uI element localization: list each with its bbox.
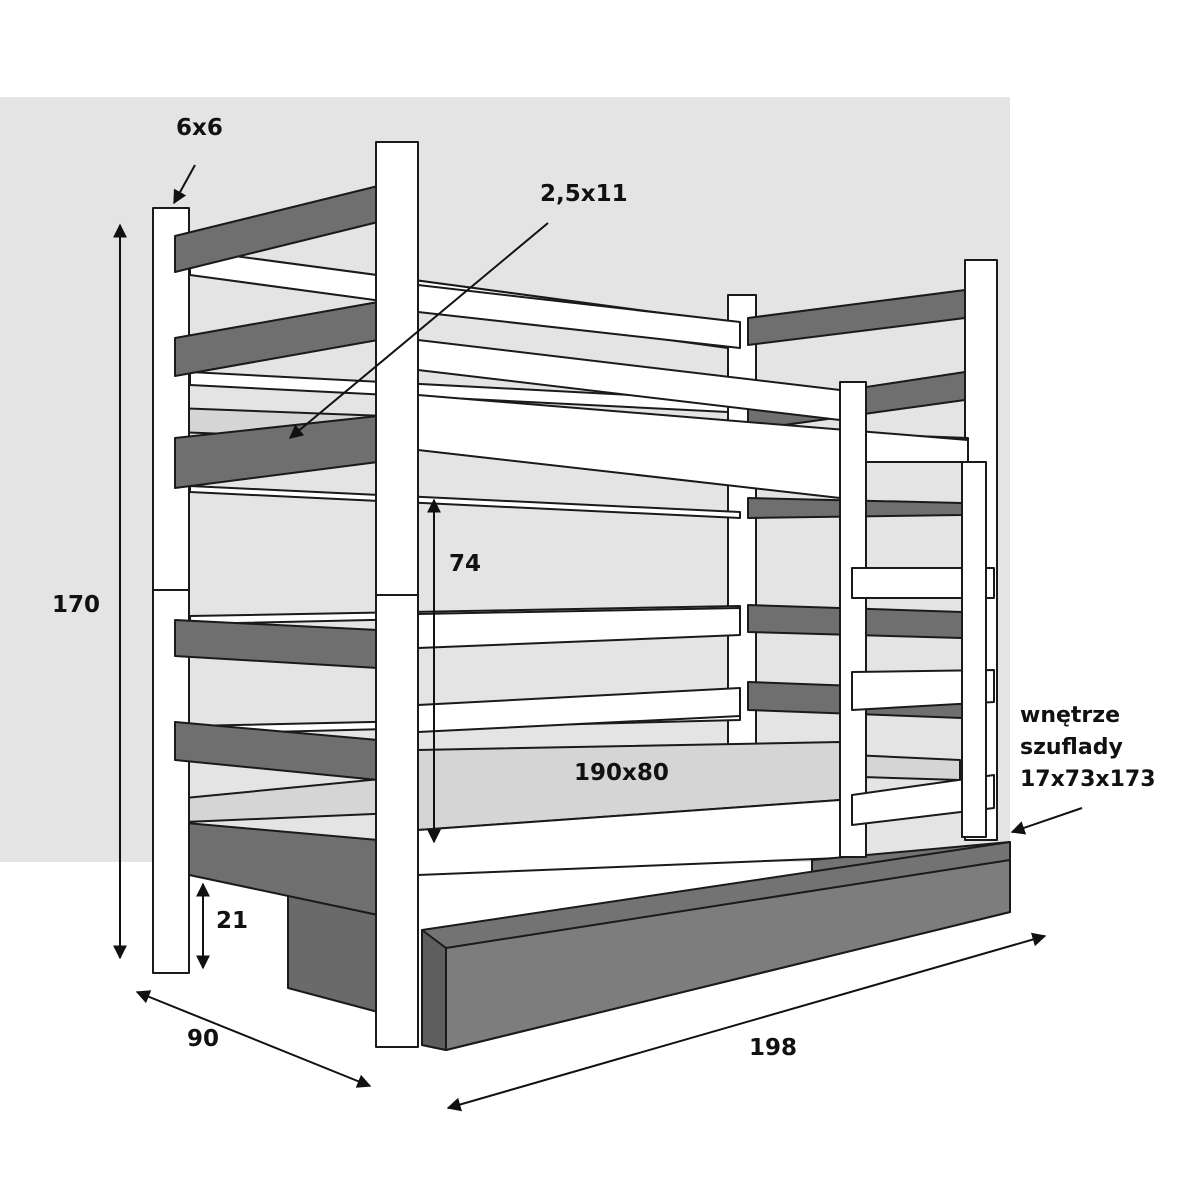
arrow-post-section bbox=[173, 164, 196, 205]
label-mattress: 190x80 bbox=[574, 760, 669, 786]
ladder-rung-1 bbox=[851, 567, 995, 599]
label-length: 198 bbox=[749, 1035, 798, 1061]
arrow-drawer-interior bbox=[1010, 807, 1083, 835]
label-drawer-interior-line-3: 17x73x173 bbox=[1020, 766, 1156, 792]
ladder-rung-3 bbox=[851, 774, 995, 826]
label-drawer-interior-line-2: szuflady bbox=[1020, 734, 1123, 760]
label-drawer-interior-line-1: wnętrze bbox=[1020, 703, 1120, 728]
arrow-width bbox=[135, 990, 372, 1088]
label-board-section: 2,5x11 bbox=[540, 181, 628, 207]
drawer-edge bbox=[421, 929, 447, 1051]
label-width: 90 bbox=[187, 1026, 220, 1052]
ladder-rail-right bbox=[961, 461, 987, 838]
arrow-board-section bbox=[288, 222, 549, 439]
label-total-height: 170 bbox=[52, 592, 101, 618]
ladder-rail-left bbox=[839, 381, 867, 858]
label-drawer-interior: wnętrze szuflady 17x73x173 bbox=[1020, 700, 1156, 796]
label-gap-height: 74 bbox=[449, 551, 482, 577]
label-post-section: 6x6 bbox=[176, 115, 223, 141]
ladder-rung-2 bbox=[851, 669, 995, 711]
label-drawer-clearance: 21 bbox=[216, 908, 249, 934]
arrow-length bbox=[446, 932, 1047, 1112]
